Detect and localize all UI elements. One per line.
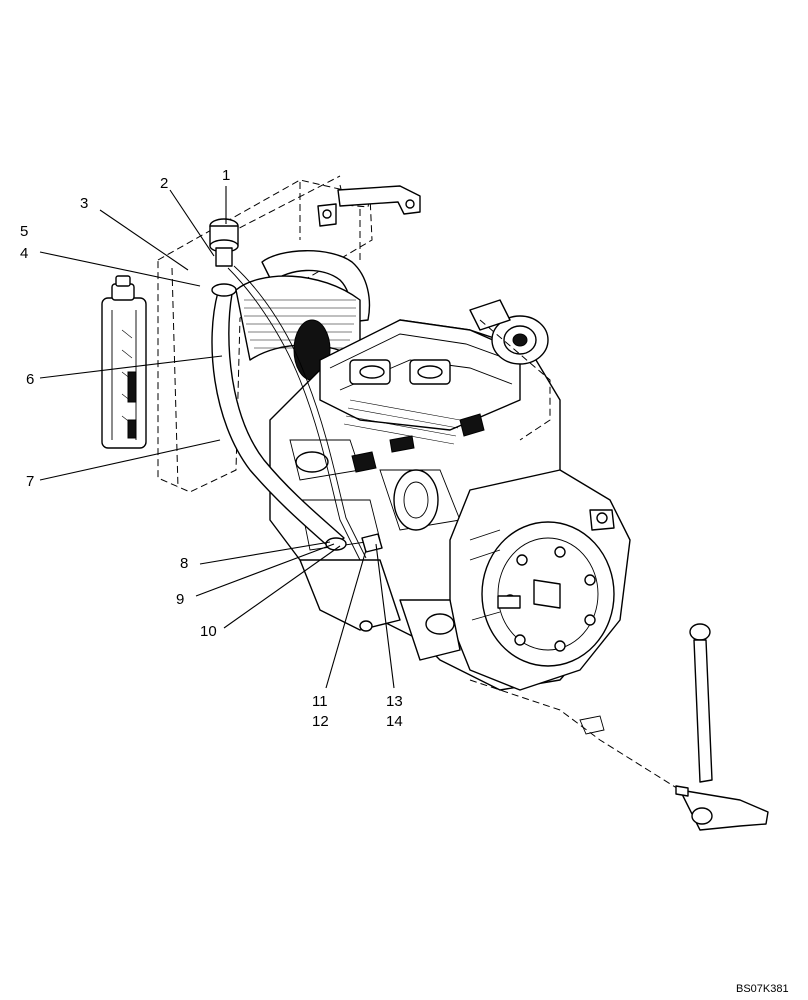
leader-4 <box>39 251 201 287</box>
callout-1: 1 <box>222 167 230 184</box>
leader-7 <box>39 439 221 481</box>
hose-clamps <box>211 283 383 553</box>
callout-13: 13 <box>386 693 403 710</box>
callout-11: 11 <box>312 693 328 710</box>
upper-radiator-hose <box>261 250 371 323</box>
callout-5: 5 <box>20 223 28 240</box>
flywheel-housing <box>449 469 631 691</box>
lower-radiator-hose <box>211 291 345 549</box>
callout-14: 14 <box>386 713 403 730</box>
callout-6: 6 <box>26 371 34 388</box>
leader-9 <box>195 543 335 597</box>
leader-11 <box>325 549 367 689</box>
leader-13 <box>375 543 395 689</box>
callout-9: 9 <box>176 591 184 608</box>
overflow-hose <box>227 265 367 561</box>
throttle-cable <box>469 679 701 801</box>
throttle-lever <box>675 623 769 831</box>
leader-3 <box>99 209 189 271</box>
coolant-recovery-bottle <box>101 275 147 449</box>
leader-6 <box>39 355 223 379</box>
leader-10 <box>223 545 341 629</box>
leader-lines <box>39 186 395 689</box>
leader-2 <box>169 189 215 257</box>
drawing-code: BS07K381 <box>736 983 789 995</box>
oil-pan <box>299 559 461 661</box>
callout-2: 2 <box>160 175 168 192</box>
callout-12: 12 <box>312 713 329 730</box>
callout-7: 7 <box>26 473 34 490</box>
callout-3: 3 <box>80 195 88 212</box>
callout-8: 8 <box>180 555 188 572</box>
leader-8 <box>199 541 331 565</box>
callout-4: 4 <box>20 245 28 262</box>
radiator-bracket <box>317 185 421 227</box>
callout-10: 10 <box>200 623 217 640</box>
radiator-cap <box>209 218 239 267</box>
callout-labels: 1 2 3 5 4 6 7 8 9 10 11 12 13 14 <box>20 167 403 730</box>
radiator <box>157 175 373 493</box>
turbocharger <box>469 299 551 441</box>
